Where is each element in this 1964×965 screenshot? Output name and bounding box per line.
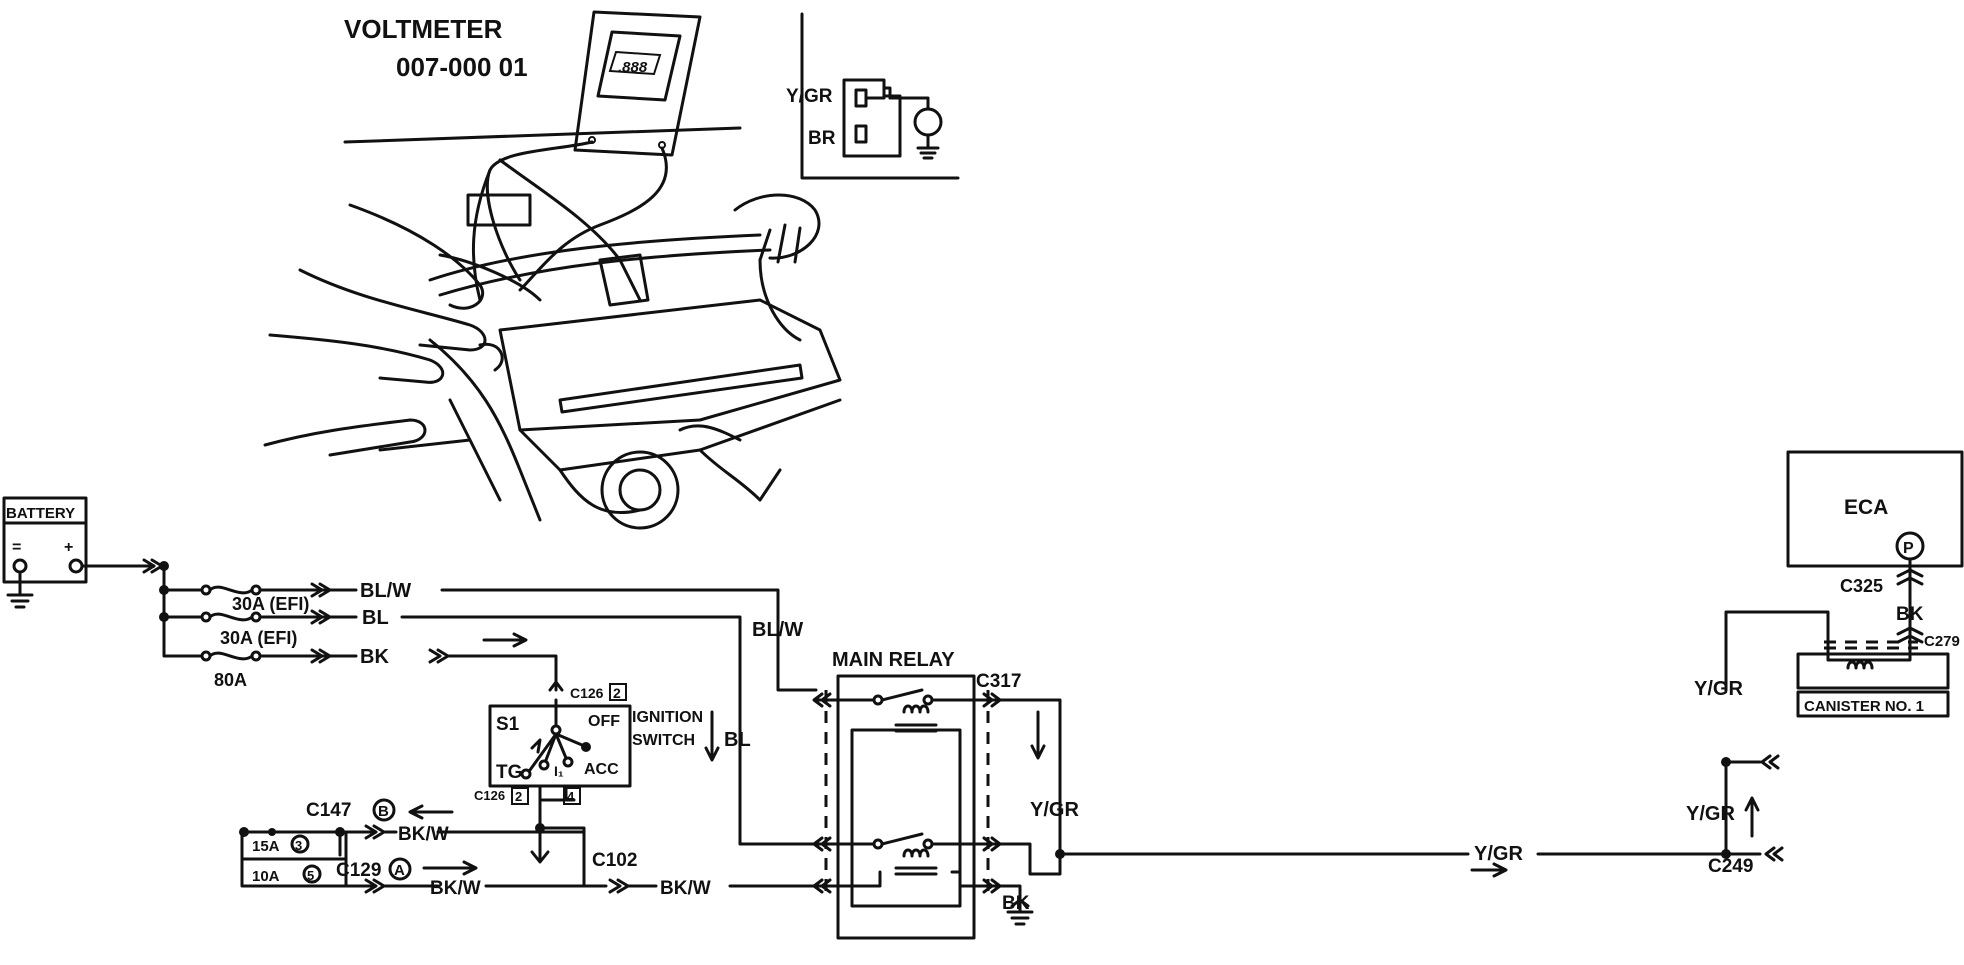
voltmeter-part-number: 007-000 01 — [396, 52, 528, 82]
wire-label-ygr-main: Y/GR — [1474, 843, 1523, 865]
c249-label: C249 — [1708, 856, 1753, 877]
c279-label: C279 — [1924, 633, 1960, 650]
ignition-switch-label-line1: IGNITION — [632, 709, 703, 726]
c102-label: C102 — [592, 850, 637, 871]
engine-voltmeter-illustration: .888 — [263, 10, 842, 530]
wire-label-bkw-upper: BK/W — [398, 824, 449, 845]
ignition-i1-label: I₁ — [554, 763, 564, 779]
c126-top-label: C126 — [570, 685, 604, 701]
ignition-acc-label: ACC — [584, 761, 619, 778]
fuse-efi-2-label: 30A (EFI) — [220, 628, 297, 648]
battery-negative-terminal: = — [12, 539, 21, 556]
fuse-15a-label: 15A — [252, 838, 280, 855]
wire-label-bkw-relay: BK/W — [660, 878, 711, 899]
svg-text:.888: .888 — [618, 59, 648, 76]
c129-ref: A — [394, 862, 405, 879]
canister-label: CANISTER NO. 1 — [1804, 698, 1924, 715]
wire-label-bk: BK — [360, 646, 389, 668]
main-relay — [812, 674, 1065, 940]
ignition-pin4: 4 — [567, 789, 575, 804]
wire-label-bl: BL — [362, 607, 389, 629]
c126-bottom-pin: 2 — [515, 789, 522, 804]
fuse-bus — [142, 558, 818, 846]
eca-pin-p: P — [1903, 540, 1914, 557]
c147-label: C147 — [306, 800, 351, 821]
c129-label: C129 — [336, 860, 381, 881]
wire-label-ygr-upper: Y/GR — [1694, 678, 1743, 700]
battery-positive-terminal: + — [64, 539, 73, 556]
ignition-off-label: OFF — [588, 713, 620, 730]
battery-label: BATTERY — [6, 505, 75, 522]
connector-detail-inset — [800, 12, 960, 180]
c325-label: C325 — [1840, 576, 1883, 596]
canister-solenoid — [1796, 598, 1950, 718]
ignition-switch — [488, 698, 720, 888]
fuse-15a-pin: 3 — [295, 838, 302, 853]
inset-pin1-label: Y/GR — [786, 86, 833, 107]
c317-label: C317 — [976, 671, 1021, 692]
inset-pin2-label: BR — [808, 128, 836, 149]
ignition-switch-label-line2: SWITCH — [632, 732, 695, 749]
c126-bottom-label: C126 — [474, 788, 505, 803]
main-relay-label: MAIN RELAY — [832, 649, 955, 671]
wire-label-bk-ground: BK — [1002, 893, 1030, 914]
fuse-10a-label: 10A — [252, 868, 280, 885]
eca-label: ECA — [1844, 496, 1888, 519]
wire-label-blw: BL/W — [360, 580, 411, 602]
wire-label-ygr-relay: Y/GR — [1030, 799, 1079, 821]
wire-label-bkw-lower: BK/W — [430, 878, 481, 899]
wire-label-ygr-lower: Y/GR — [1686, 803, 1735, 825]
ignition-s1-label: S1 — [496, 714, 520, 735]
c147-ref: B — [378, 803, 389, 820]
fuse-10a-pin: 5 — [307, 868, 314, 883]
voltmeter-title: VOLTMETER — [344, 14, 503, 44]
battery-symbol — [2, 496, 156, 609]
fuse-80a-label: 80A — [214, 670, 247, 690]
eca-module — [1786, 450, 1964, 602]
ygr-main-wire — [1058, 610, 1830, 878]
fuse-efi-1-label: 30A (EFI) — [232, 594, 309, 614]
wire-label-bl-vertical: BL — [724, 729, 751, 751]
ignition-tg-label: TG — [496, 762, 522, 783]
c126-top-pin: 2 — [613, 685, 621, 701]
wire-label-blw-relay: BL/W — [752, 619, 803, 641]
fuse-block-lower — [239, 798, 818, 894]
